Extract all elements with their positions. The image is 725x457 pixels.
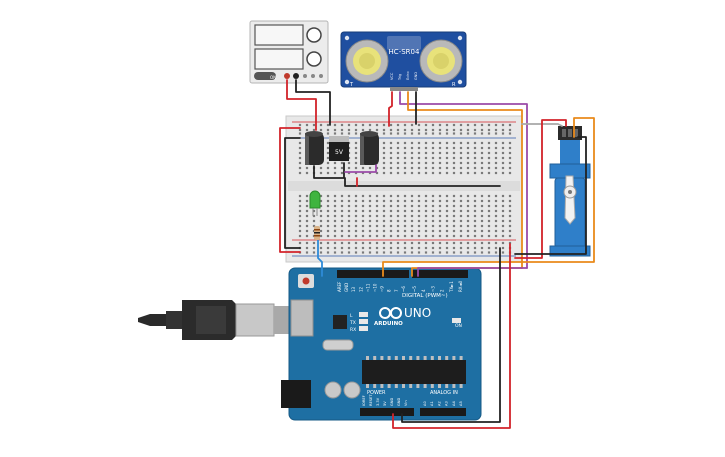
wire-ground-bus[interactable] (344, 177, 501, 187)
dc-barrel-jack (281, 380, 311, 408)
digital-pin-label: ~5 (412, 286, 417, 292)
digital-pin-label: 4 (421, 289, 426, 292)
board-led-label: RX (350, 327, 356, 333)
analog-header-label: ANALOG IN (430, 390, 458, 396)
digital-pin-label: GND (344, 283, 349, 292)
digital-pin-label: RX◄0 (458, 280, 463, 292)
power-switch[interactable] (254, 72, 276, 80)
voltage-regulator: 5V (329, 136, 349, 161)
sensor-pin-label: Trig (398, 74, 402, 81)
power-pin-label: RESET (369, 394, 373, 406)
wire-gnd-return[interactable] (401, 247, 501, 423)
led-green (309, 190, 321, 216)
power-pin-label: 3.3V (376, 397, 380, 406)
wire-servo-signal[interactable] (382, 117, 595, 277)
power-pin-label: IOREF (362, 395, 366, 406)
digital-pin-label: ~3 (430, 286, 435, 292)
analog-pin-label: A3 (445, 401, 449, 406)
transmitter-transducer (345, 39, 389, 83)
digital-pin-label: 8 (387, 289, 392, 292)
digital-pin-label: 2 (440, 289, 445, 292)
wire-servo-signal-link[interactable] (521, 123, 563, 127)
sensor-pin-label: VCC (390, 72, 394, 80)
digital-header-low[interactable] (337, 270, 409, 278)
digital-pin-label: 13 (351, 286, 356, 292)
digital-pin-label: ~6 (401, 286, 406, 292)
board-led-label: L (350, 313, 353, 319)
digital-pin-label: 12 (358, 286, 363, 292)
wire-psu-negative[interactable] (295, 79, 331, 126)
atmega-chip (362, 360, 466, 384)
positive-terminal[interactable] (284, 73, 290, 79)
arduino-brand-label: ARDUINO (374, 321, 403, 327)
ultrasonic-sensor: HC-SR04 T R VCC Trig Echo GND (340, 31, 467, 91)
wire-regulator-gnd[interactable] (313, 162, 345, 179)
usb-cable (138, 300, 292, 340)
bench-power-supply: ON (249, 20, 329, 84)
resistor (314, 226, 320, 240)
sensor-pin-label: GND (414, 72, 418, 80)
digital-pin-label: TX►1 (449, 281, 454, 293)
capacitor-left (305, 131, 324, 165)
digital-pin-label: AREF (337, 281, 342, 292)
sensor-pin-label: Echo (406, 72, 410, 81)
analog-pin-label: A4 (452, 401, 456, 406)
power-pin-label: Vin (404, 400, 408, 406)
current-knob[interactable] (306, 51, 322, 67)
servo-motor (549, 126, 591, 257)
digital-pin-label: ~10 (373, 283, 378, 292)
power-header-label: POWER (367, 390, 386, 396)
analog-pin-label: A2 (437, 401, 441, 406)
power-pin-label: 5V (383, 401, 387, 406)
digital-pin-label: 7 (394, 289, 399, 292)
wires (279, 79, 595, 429)
capacitor-right (360, 131, 379, 165)
wire-psu-positive[interactable] (286, 79, 317, 131)
power-pin-label: GND (390, 398, 394, 406)
power-switch-label: ON (270, 75, 276, 80)
analog-pin-label: A5 (459, 401, 463, 406)
wire-sensor-trig[interactable] (399, 91, 528, 269)
sensor-corner-left: T (349, 82, 354, 88)
wire-rail-positive[interactable] (279, 127, 301, 253)
receiver-transducer (419, 39, 463, 83)
analog-pin-label: A1 (430, 401, 434, 406)
negative-terminal[interactable] (293, 73, 299, 79)
on-led-label: ON (455, 323, 462, 329)
wire-sensor-echo[interactable] (407, 91, 523, 269)
wire-servo-gnd[interactable] (514, 136, 587, 255)
arduino-logo (379, 307, 402, 319)
analog-pin-label: A0 (423, 401, 427, 406)
digital-pin-label: ~11 (365, 283, 370, 292)
wire-sensor-vcc[interactable] (388, 91, 393, 127)
digital-header-label: DIGITAL (PWM~) (402, 293, 448, 299)
sensor-corner-right: R (452, 82, 456, 88)
usb-b-port (290, 299, 314, 337)
voltage-knob[interactable] (306, 27, 322, 43)
wire-led-signal[interactable] (317, 235, 323, 277)
digital-pin-label: ~9 (380, 286, 385, 292)
arduino-model-label: UNO (404, 306, 431, 320)
wire-servo-vcc[interactable] (514, 119, 567, 259)
digital-header-high[interactable] (412, 270, 468, 278)
regulator-label: 5V (335, 149, 344, 156)
power-header[interactable] (360, 408, 414, 416)
board-led-label: TX (349, 320, 356, 326)
sensor-model-label: HC-SR04 (389, 48, 420, 56)
power-pin-label: GND (397, 398, 401, 406)
wire-5v-supply[interactable] (392, 243, 511, 429)
wire-rail-negative[interactable] (284, 137, 301, 249)
analog-header[interactable] (420, 408, 466, 416)
wire-trig-to-d6[interactable] (417, 267, 528, 277)
